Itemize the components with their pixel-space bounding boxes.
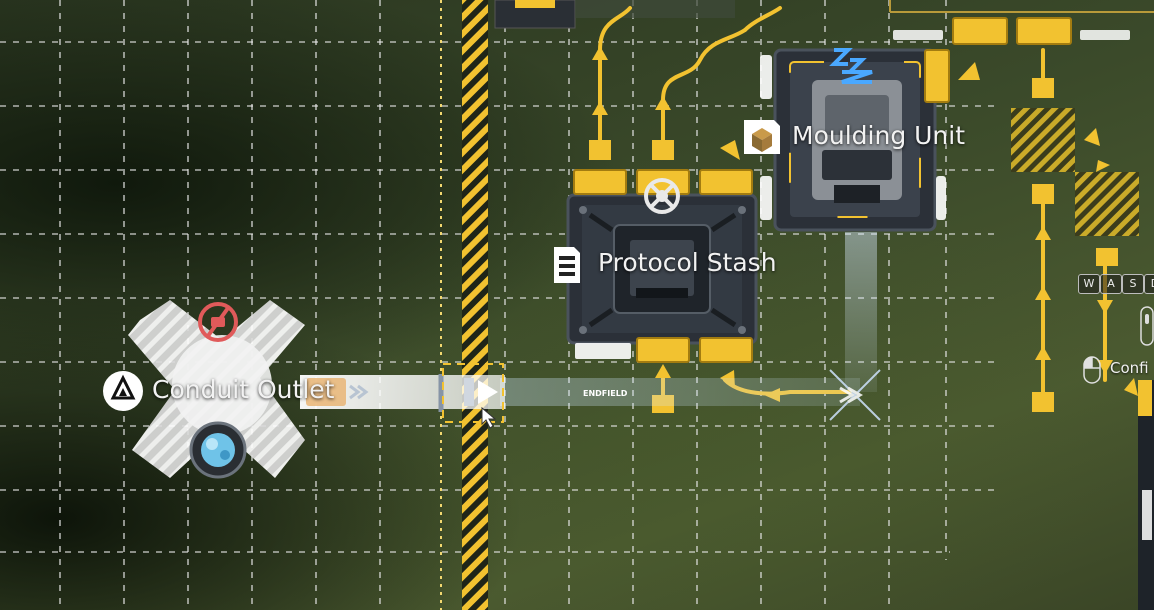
conduit-outlet-ghost[interactable] [128, 300, 305, 478]
transfer-beam-vertical [845, 232, 877, 392]
right-edge-structure [1138, 380, 1154, 610]
sleep-zzz-icon [829, 48, 873, 84]
moulding-unit-label: Moulding Unit [792, 121, 966, 150]
key-a: A [1100, 274, 1122, 294]
confirm-hint: Confi [1110, 359, 1149, 377]
moulding-top-ports[interactable] [889, 0, 1154, 103]
conduit-outlet-label: Conduit Outlet [152, 375, 335, 404]
belt-text: ENDFIELD [583, 389, 628, 398]
stash-output-ports[interactable] [575, 337, 753, 363]
mouse-icon [1083, 356, 1101, 384]
key-w: W [1078, 274, 1100, 294]
protocol-stash-label: Protocol Stash [598, 248, 777, 277]
crate-icon [744, 120, 780, 154]
mouse-pointer-icon [481, 406, 497, 429]
drop-hexagon-icon [103, 371, 143, 411]
key-s: S [1122, 274, 1144, 294]
conduit-pipe-arrows [349, 384, 369, 400]
blocked-zone-a [1011, 108, 1075, 172]
top-partial-machine[interactable] [494, 0, 735, 29]
placement-cursor-box [442, 363, 504, 423]
blocked-zone-b [1075, 172, 1139, 236]
key-d: D [1144, 274, 1154, 294]
moulding-unit-machine[interactable] [760, 48, 946, 232]
crosshair-valve-icon [644, 178, 680, 214]
pipe-end-arrow [464, 378, 498, 406]
blue-ore-icon [189, 421, 247, 479]
conduit-pipe-connector [306, 378, 346, 406]
hazard-stripe [462, 0, 488, 610]
belt-junction-icon[interactable] [829, 369, 881, 421]
scroll-wheel-icon [1140, 306, 1154, 346]
no-entry-icon [198, 302, 238, 342]
protocol-stash-machine[interactable] [566, 193, 758, 345]
storage-cabinet-icon [554, 247, 580, 283]
transfer-beam-horizontal [500, 378, 860, 406]
